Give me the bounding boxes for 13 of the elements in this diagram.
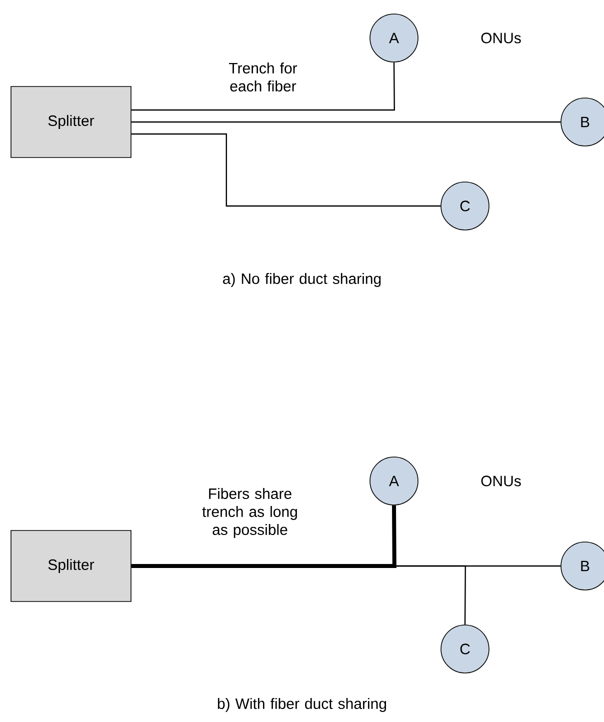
group-label: ONUs xyxy=(481,32,521,44)
note-text: Fibers share trench as long as possible xyxy=(202,488,297,538)
caption: b) With fiber duct sharing xyxy=(218,698,386,712)
splitter-box: Splitter xyxy=(10,530,132,602)
group-label: ONUs xyxy=(481,476,521,486)
fiber-line xyxy=(131,121,561,123)
fiber-line xyxy=(131,133,441,207)
caption: a) No fiber duct sharing xyxy=(223,273,381,287)
fiber-line xyxy=(131,62,395,111)
splitter-box: Splitter xyxy=(10,86,132,158)
fiber-line xyxy=(131,565,466,625)
note-text: Trench for each fiber xyxy=(229,62,298,92)
fiber-line xyxy=(131,505,396,568)
